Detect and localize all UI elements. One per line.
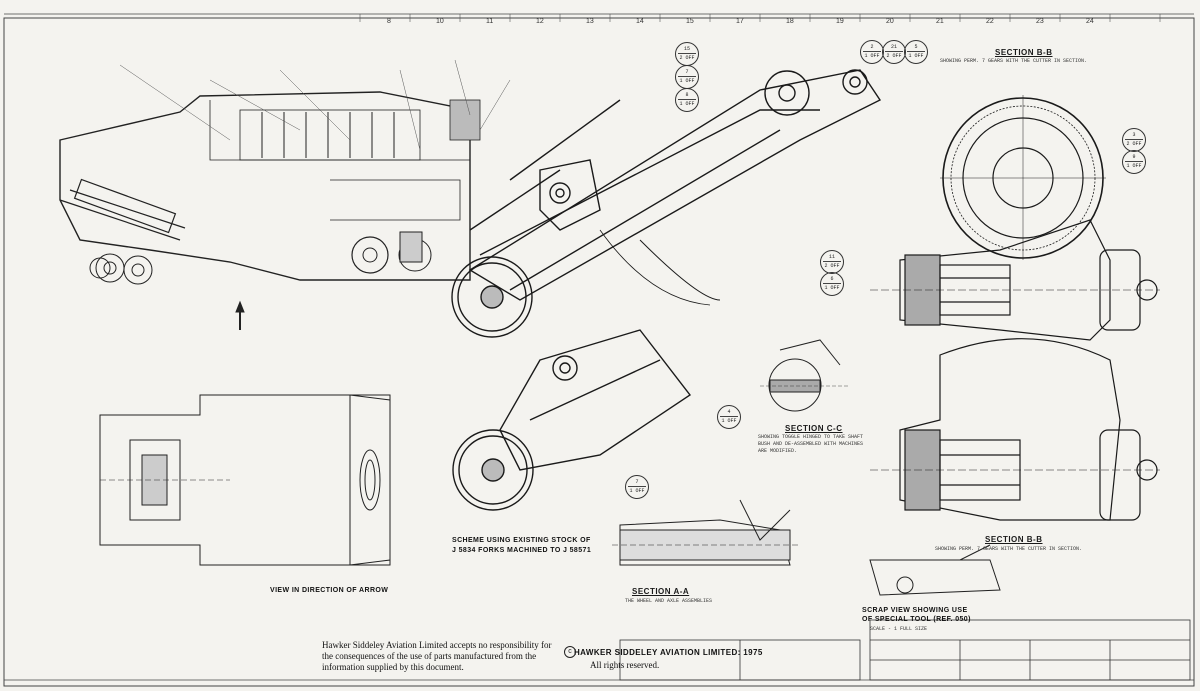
zone-number: 18 (786, 18, 794, 25)
gearbox-section-lower (870, 338, 1160, 521)
scrap-view-title: SCRAP VIEW SHOWING USE (862, 607, 968, 614)
arrow-view-title: VIEW IN DIRECTION OF ARROW (270, 587, 389, 594)
section-bb-bottom-title: SECTION B-B (985, 535, 1043, 544)
scheme-title-line-1: SCHEME USING EXISTING STOCK OF (452, 537, 591, 544)
scrap-view-scale: SCALE - 1 FULL SIZE (870, 626, 928, 632)
fork-linkage-upper (451, 69, 882, 338)
scrap-view-special-tool (869, 544, 1001, 596)
section-cc-drawing (760, 339, 850, 412)
copyright-icon: c (564, 646, 576, 658)
zone-number: 15 (686, 18, 694, 25)
disclaimer-line-1: Hawker Siddeley Aviation Limited accepts… (322, 640, 552, 650)
rights-reserved: All rights reserved. (590, 660, 660, 670)
zone-ticks-top (359, 14, 1161, 22)
gearbox-section-upper (870, 219, 1160, 341)
disclaimer-line-3: information supplied by this document. (322, 662, 464, 672)
zone-number: 19 (836, 18, 844, 25)
section-bb-bottom-caption: SHOWING PERM. 7 GEARS WITH THE CUTTER IN… (935, 546, 1083, 552)
zone-number: 13 (586, 18, 594, 25)
scrap-view-title-2: OF SPECIAL TOOL (REF. 050) (862, 616, 971, 623)
zone-number: 8 (387, 18, 391, 25)
zone-number: 10 (436, 18, 444, 25)
title-block (619, 619, 1191, 681)
leader-lines-left (119, 59, 511, 151)
zone-number: 24 (1086, 18, 1094, 25)
zone-number: 14 (636, 18, 644, 25)
zone-number: 22 (986, 18, 994, 25)
zone-number: 23 (1036, 18, 1044, 25)
zone-number: 20 (886, 18, 894, 25)
disclaimer-line-2: the consequences of the use of parts man… (322, 651, 537, 661)
zone-number: 21 (936, 18, 944, 25)
zone-number: 12 (536, 18, 544, 25)
section-cc-caption: SHOWING TOGGLE HINGED TO TAKE SHAFT BUSH… (758, 434, 864, 454)
fork-linkage-lower (452, 329, 692, 511)
section-aa-caption: THE WHEEL AND AXLE ASSEMBLIES (625, 598, 713, 604)
side-elevation-assembly (59, 91, 481, 285)
section-bb-top-title: SECTION B-B (995, 48, 1053, 57)
zone-number: 17 (736, 18, 744, 25)
copyright-notice: HAWKER SIDDELEY AVIATION LIMITED: 1975 (574, 648, 763, 657)
section-bb-top-drawing (940, 95, 1106, 260)
zone-number: 11 (486, 18, 494, 25)
scheme-title-line-2: J 5834 FORKS MACHINED TO J 58571 (452, 547, 592, 554)
section-bb-top-caption: SHOWING PERM. 7 GEARS WITH THE CUTTER IN… (940, 58, 1088, 64)
section-aa-drawing (612, 499, 800, 566)
section-aa-title: SECTION A-A (632, 587, 690, 596)
section-cc-title: SECTION C-C (785, 424, 843, 433)
view-in-direction-of-arrow (99, 300, 391, 566)
